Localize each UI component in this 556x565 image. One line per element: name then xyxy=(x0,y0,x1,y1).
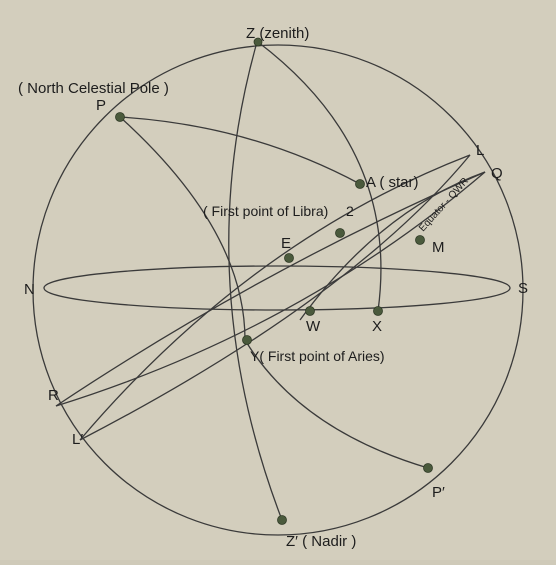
p-prime-label: P′ xyxy=(432,484,445,501)
w-point xyxy=(305,306,315,316)
celestial-sphere-outline xyxy=(32,44,524,536)
m-point xyxy=(415,235,425,245)
equator-upper xyxy=(55,171,486,407)
declination-arc-m xyxy=(299,171,486,321)
ncp-label: ( North Celestial Pole ) xyxy=(18,80,169,97)
libra-number-label: 2 xyxy=(346,203,354,219)
e-point xyxy=(284,253,294,263)
equator-lower xyxy=(55,171,486,407)
libra-point xyxy=(335,228,345,238)
p-label: P xyxy=(96,97,106,114)
aries-label: Y( First point of Aries) xyxy=(250,348,385,364)
x-label: X xyxy=(372,318,382,335)
horizon-ellipse xyxy=(43,265,511,311)
r-label: R xyxy=(48,387,59,404)
q-label: Q xyxy=(491,165,503,182)
m-label: M xyxy=(432,239,445,256)
n-label: N xyxy=(24,281,35,298)
l-label: L xyxy=(476,142,484,159)
meridian-circle xyxy=(228,41,283,521)
aries-point xyxy=(242,335,252,345)
star-label: A ( star) xyxy=(366,174,419,191)
zenith-label: Z (zenith) xyxy=(246,25,309,42)
libra-label: ( First point of Libra) xyxy=(203,203,328,219)
nadir-label: Z′ ( Nadir ) xyxy=(286,533,356,550)
zenith-point xyxy=(253,37,263,47)
e-label: E xyxy=(281,235,291,252)
nadir-point xyxy=(277,515,287,525)
l-prime-label: L′ xyxy=(72,431,83,448)
celestial-pole-south-point xyxy=(423,463,433,473)
w-label: W xyxy=(306,318,321,335)
vertical-circle-zax xyxy=(257,41,382,312)
s-label: S xyxy=(518,280,528,297)
celestial-pole-point xyxy=(115,112,125,122)
ecliptic-lower xyxy=(79,154,471,441)
x-point xyxy=(373,306,383,316)
star-point xyxy=(355,179,365,189)
hour-circle-pa xyxy=(119,116,361,185)
